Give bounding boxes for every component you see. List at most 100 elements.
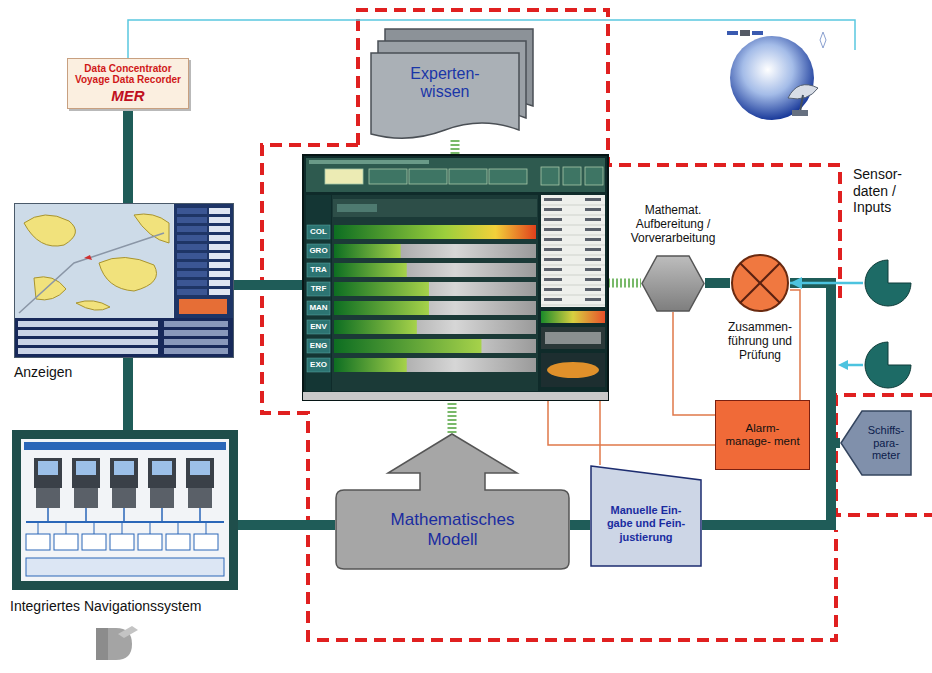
rect-part [334,225,536,239]
rect-part [177,235,207,241]
connector-line [234,280,303,290]
rect-part [307,225,330,239]
rect-part [585,198,601,201]
line-part [541,265,605,266]
text-slot: Schiffs- para- meter [860,410,912,476]
sparkle [820,32,826,48]
rect-part [209,271,230,277]
ellipse-part [547,362,599,378]
solar-panel [727,31,738,35]
line-part [541,295,605,296]
rect-part [544,258,562,261]
rect-part [209,208,230,214]
rect-part [334,282,429,296]
rect-part [21,439,229,581]
rect-part [209,289,230,295]
polygon-part [841,411,911,475]
rect-part [585,167,603,185]
rect-part [545,332,601,344]
rect-part [544,288,562,291]
row-label: ENV [310,323,326,331]
logo-block [118,626,138,638]
rect-part [26,534,50,550]
circle-part [732,255,788,311]
rect-part [38,461,58,475]
rect-part [585,268,601,271]
label-text: Alarm- manage- ment [725,422,800,448]
rect-part [309,160,429,164]
rect-part [209,253,230,259]
line-part [26,521,224,523]
rect-part [716,401,810,470]
line-part [740,263,780,303]
text-slot: EXO [307,358,330,372]
rect-part [307,263,330,277]
node-shape [863,258,913,308]
screen-illustration [303,155,608,400]
rect-part [585,208,601,211]
row-label: COL [310,228,327,236]
manual-input-box: Manuelle Ein- gabe und Fein- justierung [590,465,702,567]
region-outline [262,10,932,640]
line-part [178,522,179,534]
text-slot: Sensor- daten / Inputs [853,163,927,219]
solar-panel [752,31,763,35]
label-text: Zusammen- führung und Prüfung [710,321,810,362]
polygon-part [591,466,701,566]
line-part [150,522,151,534]
math-model-arrow: Mathematisches Modell [335,433,570,570]
text-slot: Manuelle Ein- gabe und Fein- justierung [594,481,698,567]
connector-line [238,520,335,530]
rect-part [334,358,536,372]
rect-part [15,204,234,358]
line-part [85,508,87,522]
rect-part [585,248,601,251]
line-part [541,305,605,306]
rect-part [334,301,429,315]
rect-part [186,458,214,488]
rect-part [334,320,417,334]
path-part [76,301,110,310]
rect-part [150,488,174,508]
row-label: ENG [310,342,327,350]
rect-part [177,262,207,268]
navigation-system: Integriertes Navigationssystem [10,430,246,620]
path-part [34,277,66,300]
rect-part [18,330,158,336]
label-text: Mathemat. Aufbereitung / Vorverarbeitung [618,204,728,245]
connector-line [705,278,730,288]
text-slot: Zusammen- führung und Prüfung [710,317,810,367]
rect-part [18,348,158,354]
dish-mast [800,95,803,112]
connector-line [570,520,590,530]
rect-part [188,488,212,508]
text-slot: Experten- wissen [370,52,520,114]
ship-parameter-arrow: Schiffs- para- meter [840,410,912,476]
rect-part [332,195,538,391]
rect-part [209,235,230,241]
logo-block [96,628,108,660]
rect-part [544,208,562,211]
sensor-arrow [846,364,863,367]
rect-part [306,158,605,192]
rect-part [179,299,227,314]
text-slot: Mathematisches Modell [335,490,570,570]
dashed-region [262,145,836,640]
path-part [865,260,911,306]
line-part [47,508,49,522]
label-text: Schiffs- para- meter [861,424,911,462]
path-part [24,215,75,246]
rect-part [325,169,363,184]
rect-part [307,339,330,353]
hexagon-shape [641,255,705,312]
rect-part [544,218,562,221]
rect-part [307,320,330,334]
rect-part [303,155,608,400]
rect-part [166,534,190,550]
polygon-part [642,256,704,311]
text-slot: TRA [307,263,330,277]
node-shape [14,203,234,358]
line-part [38,522,39,534]
